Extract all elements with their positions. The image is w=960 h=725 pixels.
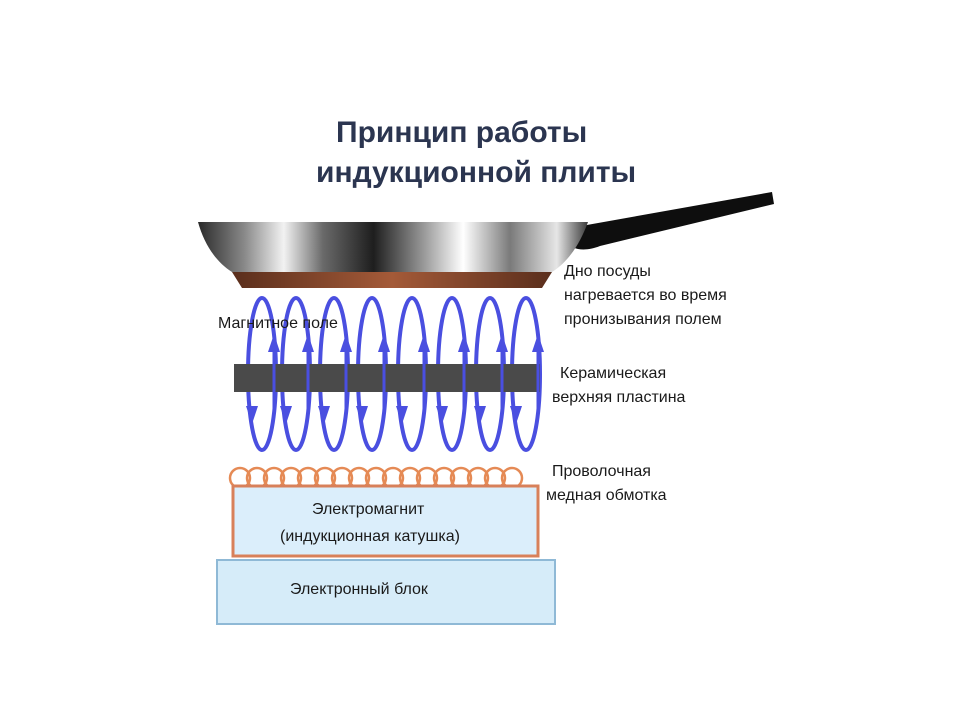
arrow-up — [532, 334, 544, 352]
field-arrows — [246, 334, 544, 424]
title-line-1: Принцип работы — [336, 116, 587, 149]
arrow-up — [458, 334, 470, 352]
arrow-up — [302, 334, 314, 352]
arrow-down — [510, 406, 522, 424]
electronics-label: Электронный блок — [290, 581, 429, 598]
pan-body — [198, 222, 588, 272]
pan-copper-base — [232, 272, 552, 288]
arrow-up — [496, 334, 508, 352]
magnetic-field-label: Магнитное поле — [218, 315, 338, 332]
pan-bottom-label-1: Дно посуды — [564, 263, 651, 280]
wire-label-1: Проволочная — [552, 463, 651, 480]
wire-label-2: медная обмотка — [546, 487, 667, 504]
arrow-down — [474, 406, 486, 424]
electromagnet-label: Электромагнит — [312, 501, 425, 518]
arrow-down — [318, 406, 330, 424]
ceramic-plate — [234, 364, 540, 392]
electromagnet-box — [231, 484, 540, 558]
arrow-up — [418, 334, 430, 352]
pan-bottom-label-2: нагревается во время — [564, 287, 727, 304]
ceramic-label-2: верхняя пластина — [552, 389, 686, 406]
pan-handle — [566, 192, 774, 250]
arrow-down — [246, 406, 258, 424]
title-line-2: индукционной плиты — [316, 156, 636, 189]
arrow-down — [396, 406, 408, 424]
electromagnet-sublabel: (индукционная катушка) — [280, 528, 460, 545]
arrow-up — [340, 334, 352, 352]
arrow-down — [280, 406, 292, 424]
pan-bottom-label-3: пронизывания полем — [564, 311, 722, 328]
arrow-down — [436, 406, 448, 424]
arrow-up — [268, 334, 280, 352]
electronics-box — [216, 559, 556, 625]
arrow-up — [378, 334, 390, 352]
arrow-down — [356, 406, 368, 424]
ceramic-label-1: Керамическая — [560, 365, 666, 382]
